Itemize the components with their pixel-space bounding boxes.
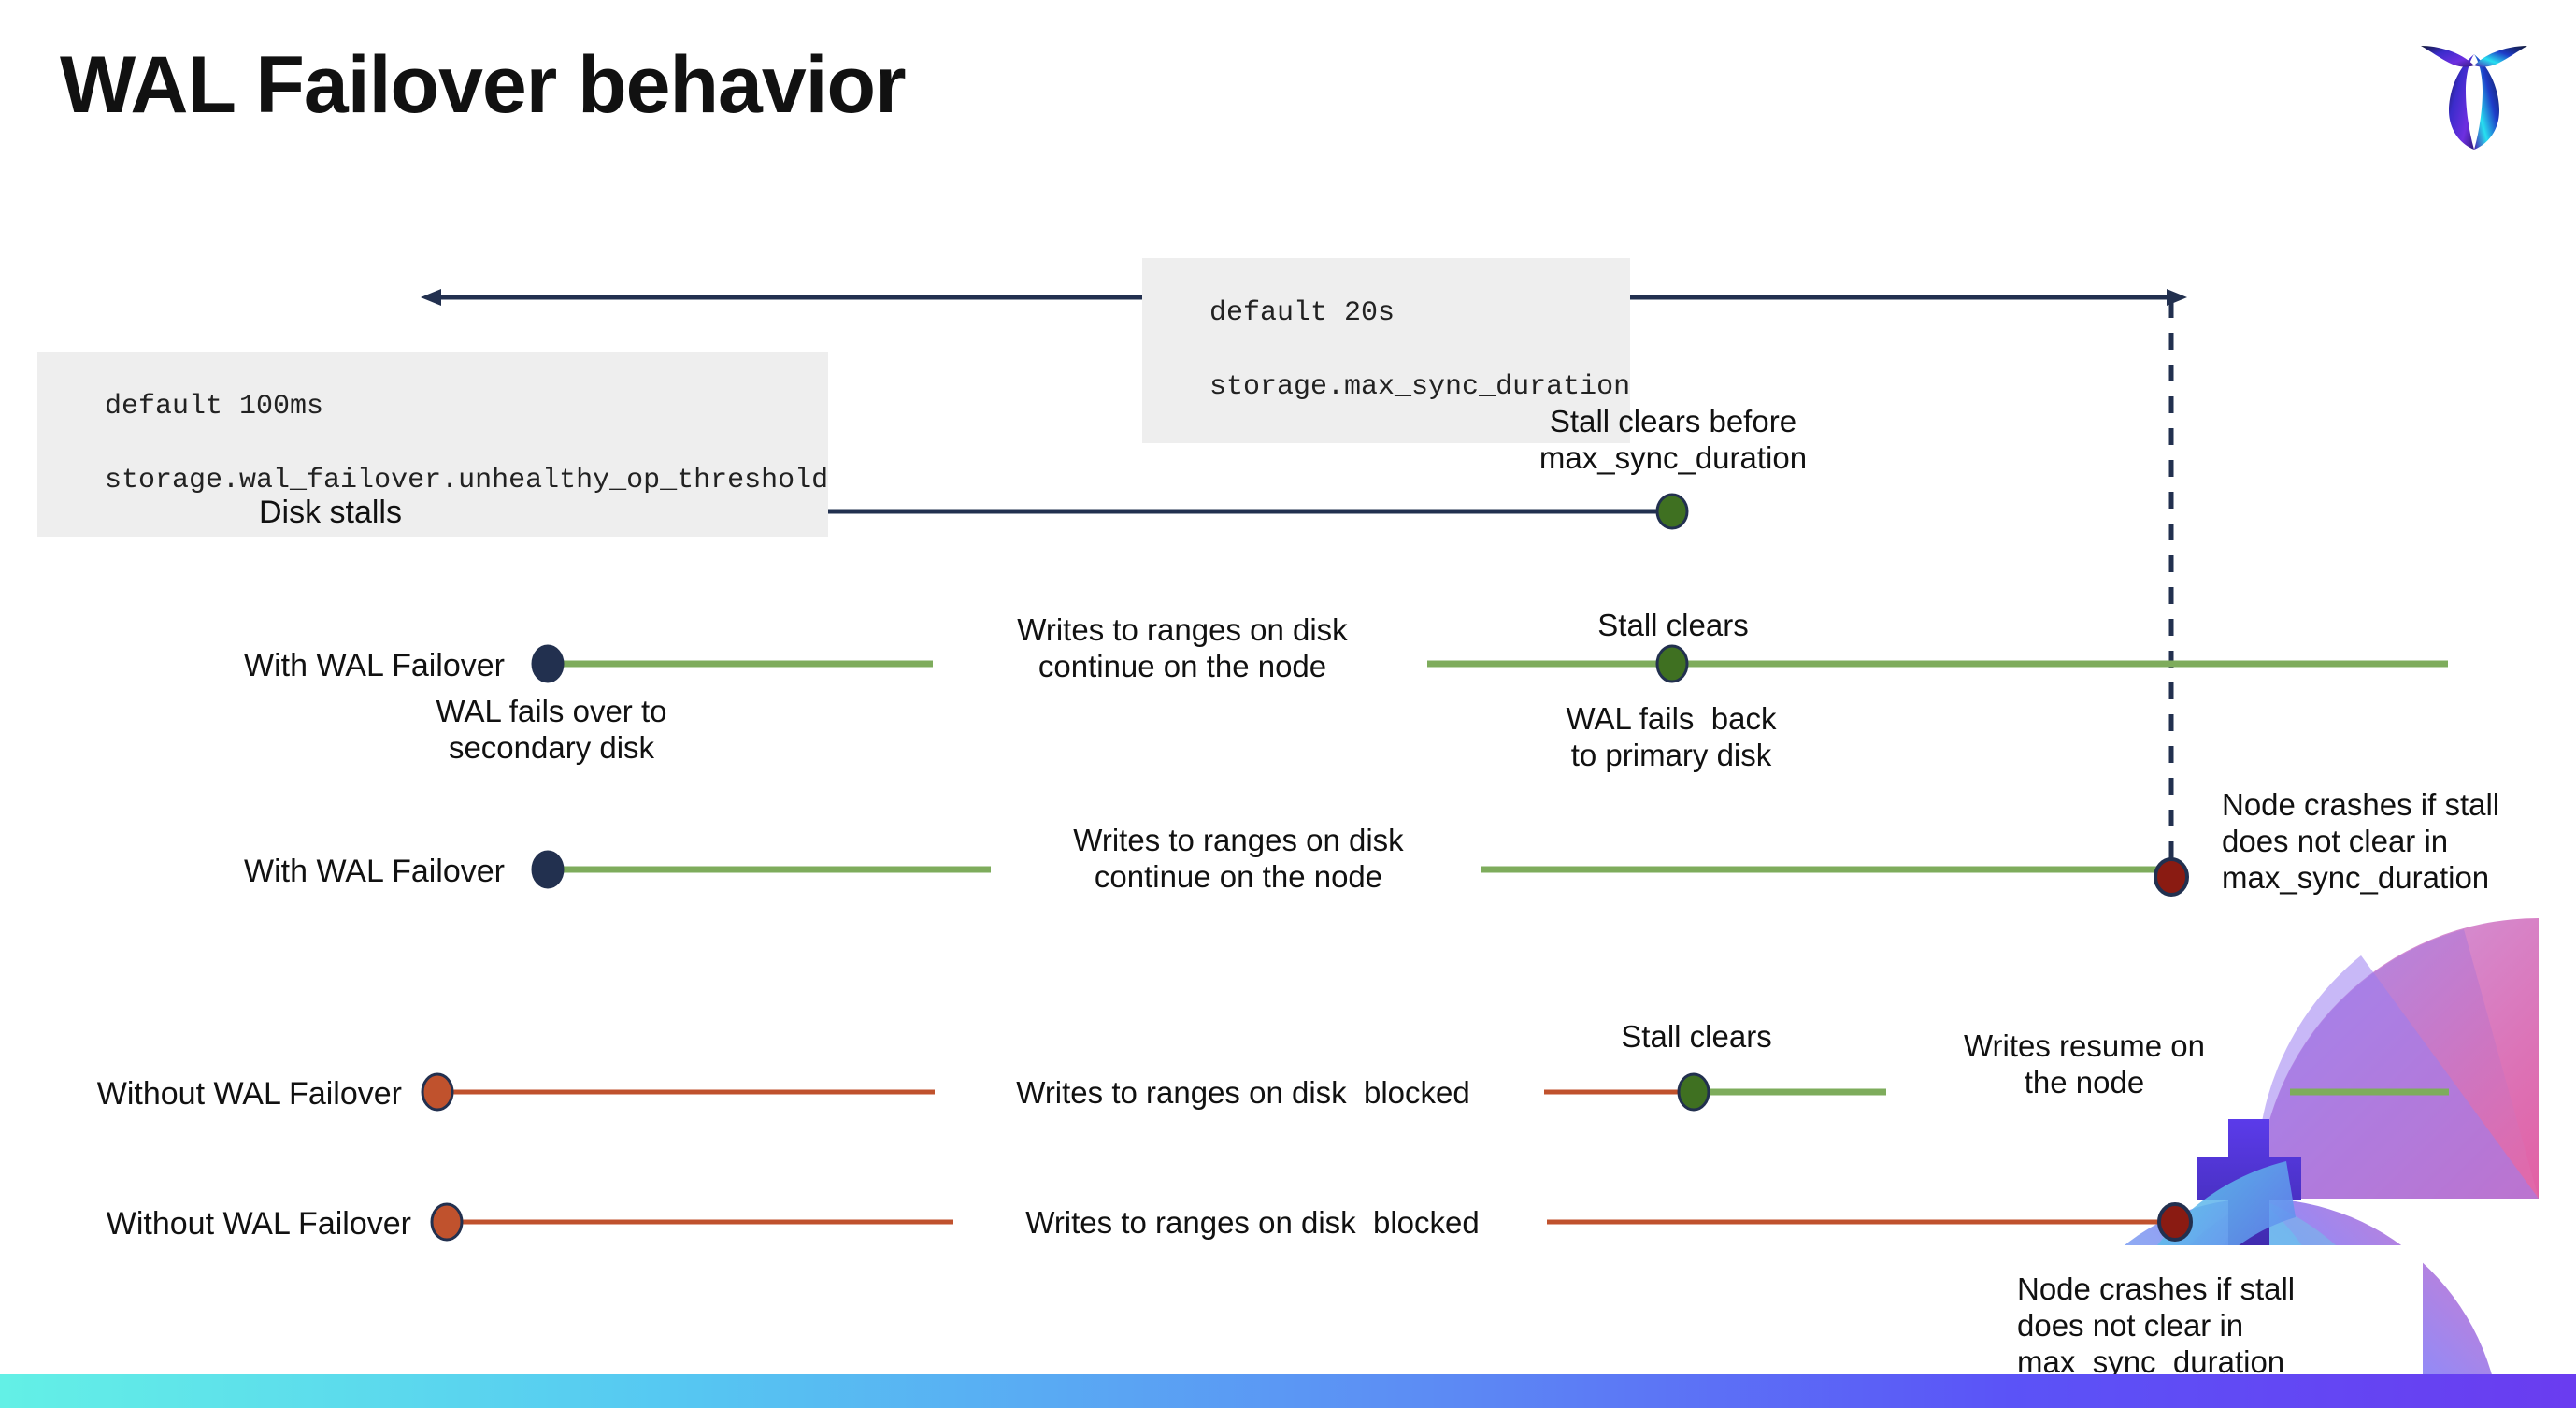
unhealthy-op-threshold-annotation: default 100ms storage.wal_failover.unhea…	[37, 352, 829, 537]
without-wal-failover-clears-start-dot	[421, 1072, 454, 1112]
row-label-without-wal-failover-clears: Without WAL Failover	[96, 1076, 402, 1112]
note-wal-fails-over-secondary: WAL fails over to secondary disk	[436, 694, 667, 765]
with-wal-failover-clears-start-dot	[531, 644, 565, 683]
note-stall-clears-row4: Stall clears	[1621, 1019, 1772, 1054]
row-label-with-wal-failover-clears: With WAL Failover	[244, 648, 505, 683]
unhealthy-op-threshold-default: default 100ms	[105, 390, 324, 423]
cockroachdb-logo	[2421, 46, 2527, 150]
max-sync-duration-annotation: default 20s storage.max_sync_duration	[1142, 258, 1631, 443]
note-stall-clears-before-max-sync: Stall clears before max_sync_duration	[1538, 404, 1808, 475]
row-label-disk-stalls: Disk stalls	[258, 495, 402, 530]
bottom-gradient-bar	[0, 1374, 2576, 1408]
note-stall-clears-row2: Stall clears	[1597, 608, 1749, 642]
note-writes-resume-row4: Writes resume on the node	[1964, 1028, 2205, 1099]
without-wal-failover-crash-node-crash-dot	[2157, 1202, 2193, 1242]
without-wal-failover-clears-clear-dot	[1677, 1072, 1710, 1112]
note-wal-fails-back-primary: WAL fails back to primary disk	[1566, 701, 1777, 772]
page-title: WAL Failover behavior	[60, 40, 907, 130]
max-sync-duration-default: default 20s	[1209, 296, 1395, 329]
with-wal-failover-clears-clear-dot	[1655, 644, 1689, 683]
row-label-without-wal-failover-crash: Without WAL Failover	[106, 1206, 411, 1242]
without-wal-failover-crash-start-dot	[430, 1202, 464, 1242]
note-writes-blocked-row4: Writes to ranges on disk blocked	[1016, 1075, 1470, 1110]
note-writes-blocked-row5: Writes to ranges on disk blocked	[1025, 1205, 1480, 1240]
max-sync-duration-setting: storage.max_sync_duration	[1209, 370, 1631, 403]
note-node-crashes-row3: Node crashes if stall does not clear in …	[2222, 787, 2500, 895]
unhealthy-op-threshold-setting: storage.wal_failover.unhealthy_op_thresh…	[105, 464, 829, 496]
with-wal-failover-crash-node-crash-dot	[2154, 857, 2189, 897]
note-node-crashes-row5: Node crashes if stall does not clear in …	[2017, 1272, 2296, 1379]
note-writes-continue-row2: Writes to ranges on disk continue on the…	[1017, 612, 1348, 683]
note-writes-continue-row3: Writes to ranges on disk continue on the…	[1073, 823, 1404, 894]
disk-stalls-clear-dot	[1655, 493, 1689, 530]
row-label-with-wal-failover-crash: With WAL Failover	[244, 854, 505, 889]
with-wal-failover-crash-start-dot	[531, 850, 565, 889]
